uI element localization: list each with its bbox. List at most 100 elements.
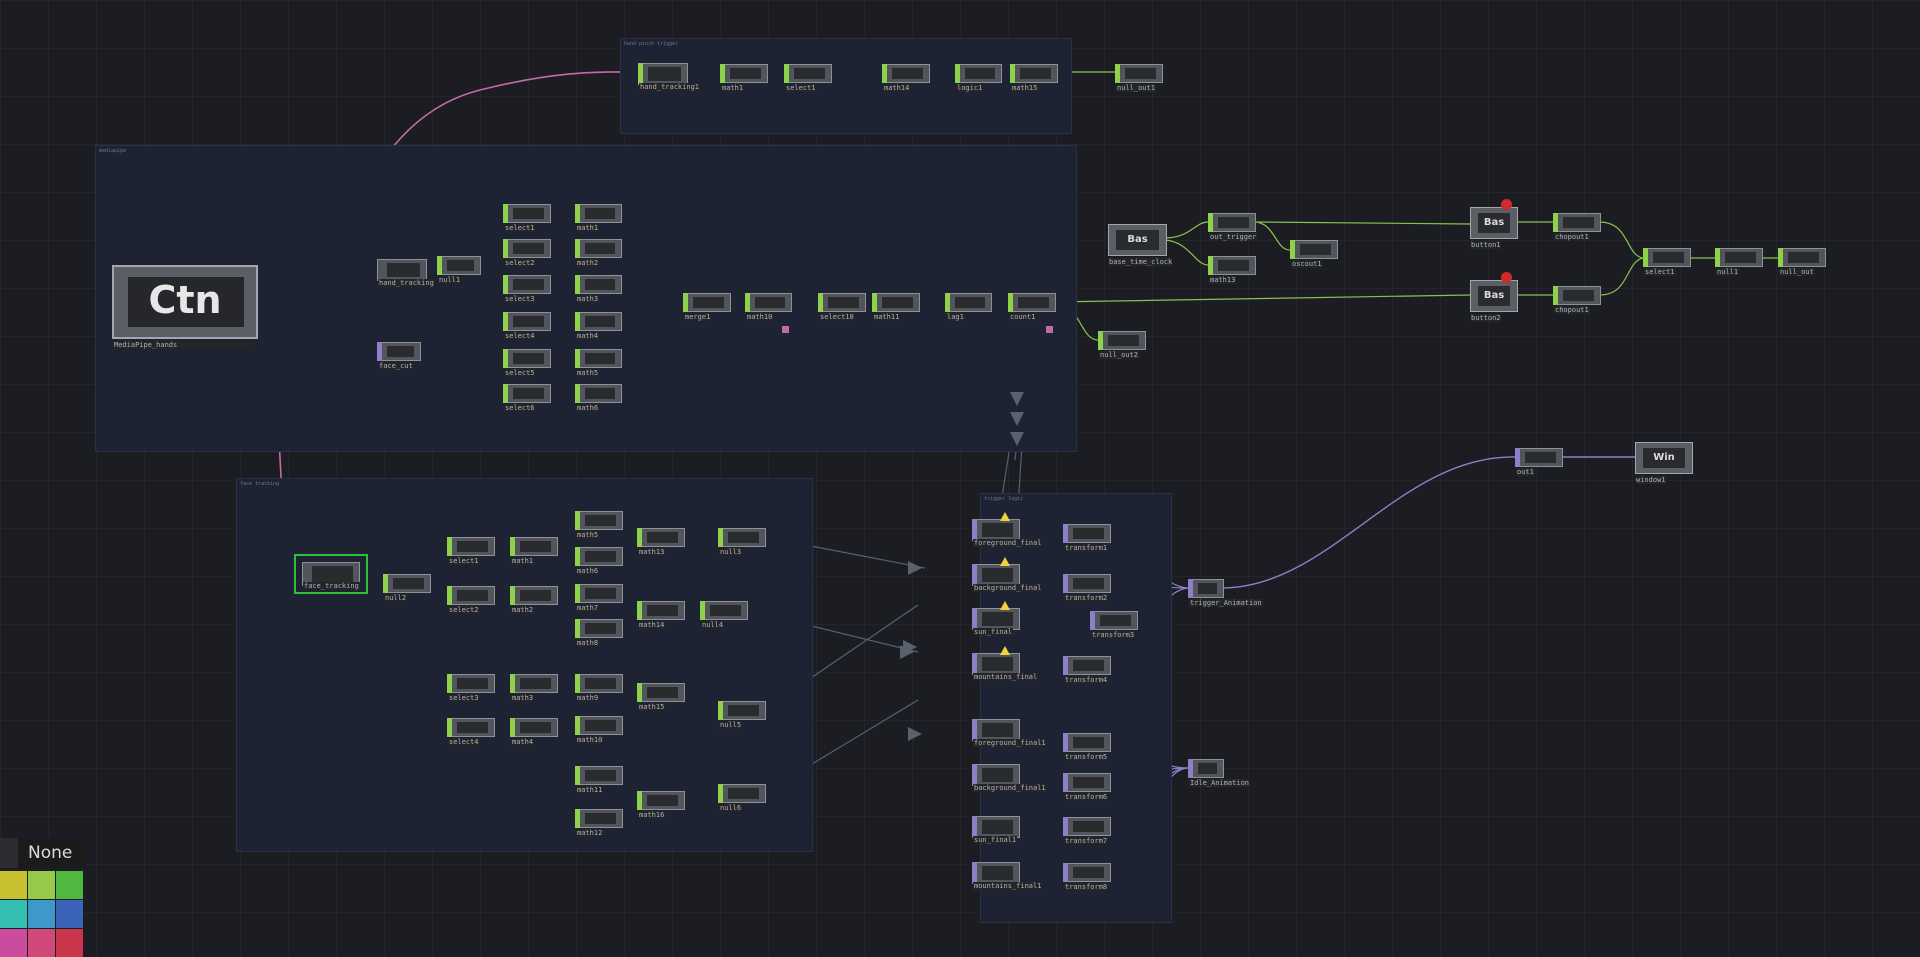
op-node[interactable]: transform5	[1063, 733, 1111, 761]
op-node[interactable]: math3	[510, 674, 558, 702]
color-swatch[interactable]	[28, 900, 55, 928]
op-node[interactable]: math4	[575, 312, 622, 340]
op-node[interactable]: math1	[575, 204, 622, 232]
op-node[interactable]: select10	[818, 293, 866, 321]
op-node[interactable]: math13	[1208, 256, 1256, 284]
op-node[interactable]: transform1	[1063, 524, 1111, 552]
op-node[interactable]: null2	[383, 574, 431, 602]
op-node[interactable]: math6	[575, 547, 623, 575]
op-node[interactable]: select1	[447, 537, 495, 565]
op-node[interactable]: oscout1	[1290, 240, 1338, 268]
op-node[interactable]: transform4	[1063, 656, 1111, 684]
op-node[interactable]: math13	[637, 528, 685, 556]
op-node[interactable]: math12	[575, 809, 623, 837]
flow-arrow-icon	[900, 645, 914, 659]
op-node[interactable]: sun_final1	[972, 816, 1020, 844]
op-node[interactable]: math14	[637, 601, 685, 629]
op-node[interactable]: foreground_final1	[972, 719, 1047, 747]
op-node[interactable]: null4	[700, 601, 748, 629]
op-node[interactable]: math6	[575, 384, 622, 412]
op-node[interactable]: logic1	[955, 64, 1002, 92]
op-node[interactable]: select5	[503, 349, 551, 377]
op-node[interactable]: background_final1	[972, 764, 1047, 792]
op-node[interactable]: select1	[1643, 248, 1691, 276]
op-node[interactable]: face_cut	[377, 342, 421, 370]
op-node[interactable]: math16	[637, 791, 685, 819]
node-label: MediaPipe_hands	[114, 341, 254, 349]
op-node[interactable]: merge1	[683, 293, 731, 321]
op-node[interactable]: chopout1	[1553, 213, 1601, 241]
op-node[interactable]: select4	[503, 312, 551, 340]
color-swatch[interactable]	[0, 929, 27, 957]
op-node[interactable]: select3	[447, 674, 495, 702]
op-node[interactable]: math15	[1010, 64, 1058, 92]
base-node-button1[interactable]: Bas button1	[1470, 199, 1518, 249]
op-node[interactable]: math15	[637, 683, 685, 711]
op-node[interactable]: math3	[575, 275, 622, 303]
color-swatch[interactable]	[28, 871, 55, 899]
op-node[interactable]: mountains_final1	[972, 862, 1043, 890]
op-node[interactable]: count1	[1008, 293, 1056, 321]
op-node[interactable]: math1	[720, 64, 768, 92]
op-node[interactable]: background_final	[972, 557, 1043, 592]
op-node[interactable]: hand_tracking1	[638, 63, 701, 91]
op-node[interactable]: select2	[447, 586, 495, 614]
out-node[interactable]: out1	[1515, 448, 1563, 476]
op-node[interactable]: foreground_final	[972, 512, 1043, 547]
color-swatch[interactable]	[0, 871, 27, 899]
op-node[interactable]: math5	[575, 511, 623, 539]
op-node[interactable]: sun_final	[972, 601, 1020, 636]
op-node[interactable]: select4	[447, 718, 495, 746]
color-swatch[interactable]	[28, 929, 55, 957]
base-node-clock[interactable]: Bas base_time_clock	[1108, 224, 1173, 266]
op-node[interactable]: math4	[510, 718, 558, 746]
color-swatch[interactable]	[56, 929, 83, 957]
op-node[interactable]: select1	[503, 204, 551, 232]
op-node[interactable]: math8	[575, 619, 623, 647]
op-node[interactable]: math2	[510, 586, 558, 614]
window-node[interactable]: Win window1	[1635, 442, 1693, 484]
op-node[interactable]: select3	[503, 275, 551, 303]
op-node[interactable]: math7	[575, 584, 623, 612]
none-color-row[interactable]: None	[0, 838, 86, 868]
op-node[interactable]: math2	[575, 239, 622, 267]
op-node[interactable]: select2	[503, 239, 551, 267]
op-node[interactable]: null5	[718, 701, 766, 729]
op-node[interactable]: math1	[510, 537, 558, 565]
op-node[interactable]: transform7	[1063, 817, 1111, 845]
op-node[interactable]: null_out1	[1115, 64, 1163, 92]
op-node[interactable]: hand_tracking	[377, 259, 435, 287]
op-node[interactable]: null6	[718, 784, 766, 812]
color-swatch[interactable]	[56, 871, 83, 899]
mediapipe-hands-node[interactable]: Ctn MediaPipe_hands	[112, 265, 258, 349]
op-node[interactable]: math9	[575, 674, 623, 702]
op-node[interactable]: select1	[784, 64, 832, 92]
op-node[interactable]: math11	[872, 293, 920, 321]
op-node[interactable]: math5	[575, 349, 622, 377]
op-node[interactable]: null_out	[1778, 248, 1826, 276]
op-node[interactable]: mountains_final	[972, 646, 1039, 681]
op-node[interactable]: null1	[437, 256, 481, 284]
op-node[interactable]: math14	[882, 64, 930, 92]
op-node[interactable]: lag1	[945, 293, 992, 321]
op-node[interactable]: transform2	[1063, 574, 1111, 602]
none-swatch[interactable]	[0, 838, 18, 868]
merge-node[interactable]: Idle_Animation	[1188, 759, 1251, 787]
op-node[interactable]: null_out2	[1098, 331, 1146, 359]
color-swatch[interactable]	[56, 900, 83, 928]
op-node[interactable]: transform8	[1063, 863, 1111, 891]
op-node[interactable]: chopout1	[1553, 286, 1601, 314]
face-tracking-node[interactable]: face_tracking	[294, 554, 368, 594]
color-swatch[interactable]	[0, 900, 27, 928]
op-node[interactable]: null1	[1715, 248, 1763, 276]
op-node[interactable]: math10	[745, 293, 792, 321]
op-node[interactable]: math10	[575, 716, 623, 744]
op-node[interactable]: transform6	[1063, 773, 1111, 801]
op-node[interactable]: transform3	[1090, 611, 1138, 639]
base-node-button2[interactable]: Bas button2	[1470, 272, 1518, 322]
op-node[interactable]: math11	[575, 766, 623, 794]
op-node[interactable]: out_trigger	[1208, 213, 1258, 241]
op-node[interactable]: null3	[718, 528, 766, 556]
op-node[interactable]: select6	[503, 384, 551, 412]
merge-node[interactable]: trigger_Animation	[1188, 579, 1263, 607]
